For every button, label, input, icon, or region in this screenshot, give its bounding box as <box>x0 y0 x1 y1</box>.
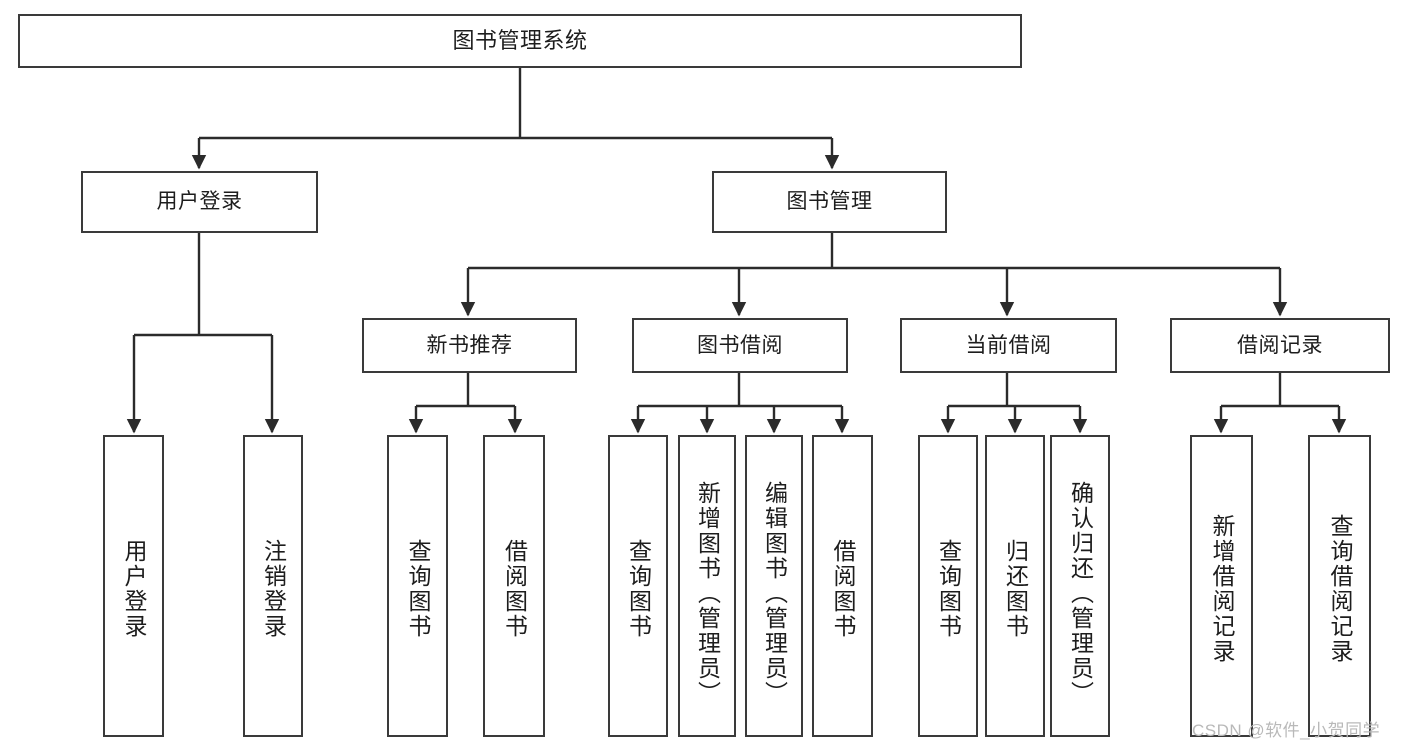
node-leaf-add-book[interactable]: 新增图书（管理员） <box>678 435 736 737</box>
node-leaf-query-record[interactable]: 查询借阅记录 <box>1308 435 1371 737</box>
node-borrow-record-label: 借阅记录 <box>1237 333 1323 357</box>
node-leaf-query-book-2-label: 查询图书 <box>625 539 652 639</box>
node-leaf-edit-book-label: 编辑图书（管理员） <box>761 480 788 706</box>
node-leaf-query-book-1-label: 查询图书 <box>404 539 431 639</box>
node-leaf-confirm-return[interactable]: 确认归还（管理员） <box>1050 435 1110 737</box>
node-current-borrow-label: 当前借阅 <box>965 333 1052 357</box>
node-book-borrow[interactable]: 图书借阅 <box>632 318 848 373</box>
node-leaf-query-book-3-label: 查询图书 <box>935 539 962 639</box>
node-user-login[interactable]: 用户登录 <box>81 171 318 233</box>
node-leaf-user-login[interactable]: 用户登录 <box>103 435 164 737</box>
node-book-manage-label: 图书管理 <box>786 190 873 214</box>
node-leaf-add-book-label: 新增图书（管理员） <box>694 480 721 706</box>
node-leaf-query-book-1[interactable]: 查询图书 <box>387 435 448 737</box>
node-leaf-add-record-label: 新增借阅记录 <box>1208 514 1235 664</box>
node-leaf-logout[interactable]: 注销登录 <box>243 435 303 737</box>
node-new-book-rec[interactable]: 新书推荐 <box>362 318 577 373</box>
node-leaf-logout-label: 注销登录 <box>260 539 287 639</box>
node-leaf-borrow-book-2[interactable]: 借阅图书 <box>812 435 873 737</box>
node-new-book-rec-label: 新书推荐 <box>426 333 513 357</box>
node-leaf-add-record[interactable]: 新增借阅记录 <box>1190 435 1253 737</box>
node-leaf-query-book-2[interactable]: 查询图书 <box>608 435 668 737</box>
node-book-borrow-label: 图书借阅 <box>697 333 783 357</box>
node-user-login-label: 用户登录 <box>156 190 243 214</box>
node-leaf-query-book-3[interactable]: 查询图书 <box>918 435 978 737</box>
node-book-manage[interactable]: 图书管理 <box>712 171 947 233</box>
node-leaf-user-login-label: 用户登录 <box>120 539 147 639</box>
node-current-borrow[interactable]: 当前借阅 <box>900 318 1117 373</box>
node-root[interactable]: 图书管理系统 <box>18 14 1022 68</box>
node-leaf-return-book-label: 归还图书 <box>1002 539 1029 639</box>
node-leaf-borrow-book-1[interactable]: 借阅图书 <box>483 435 545 737</box>
node-borrow-record[interactable]: 借阅记录 <box>1170 318 1390 373</box>
node-leaf-borrow-book-2-label: 借阅图书 <box>829 539 856 639</box>
watermark: CSDN @软件_小贺同学 <box>1192 721 1381 740</box>
node-leaf-edit-book[interactable]: 编辑图书（管理员） <box>745 435 803 737</box>
node-leaf-confirm-return-label: 确认归还（管理员） <box>1067 480 1094 706</box>
node-leaf-query-record-label: 查询借阅记录 <box>1326 514 1353 664</box>
node-leaf-borrow-book-1-label: 借阅图书 <box>501 539 528 639</box>
node-leaf-return-book[interactable]: 归还图书 <box>985 435 1045 737</box>
node-root-label: 图书管理系统 <box>452 27 588 53</box>
